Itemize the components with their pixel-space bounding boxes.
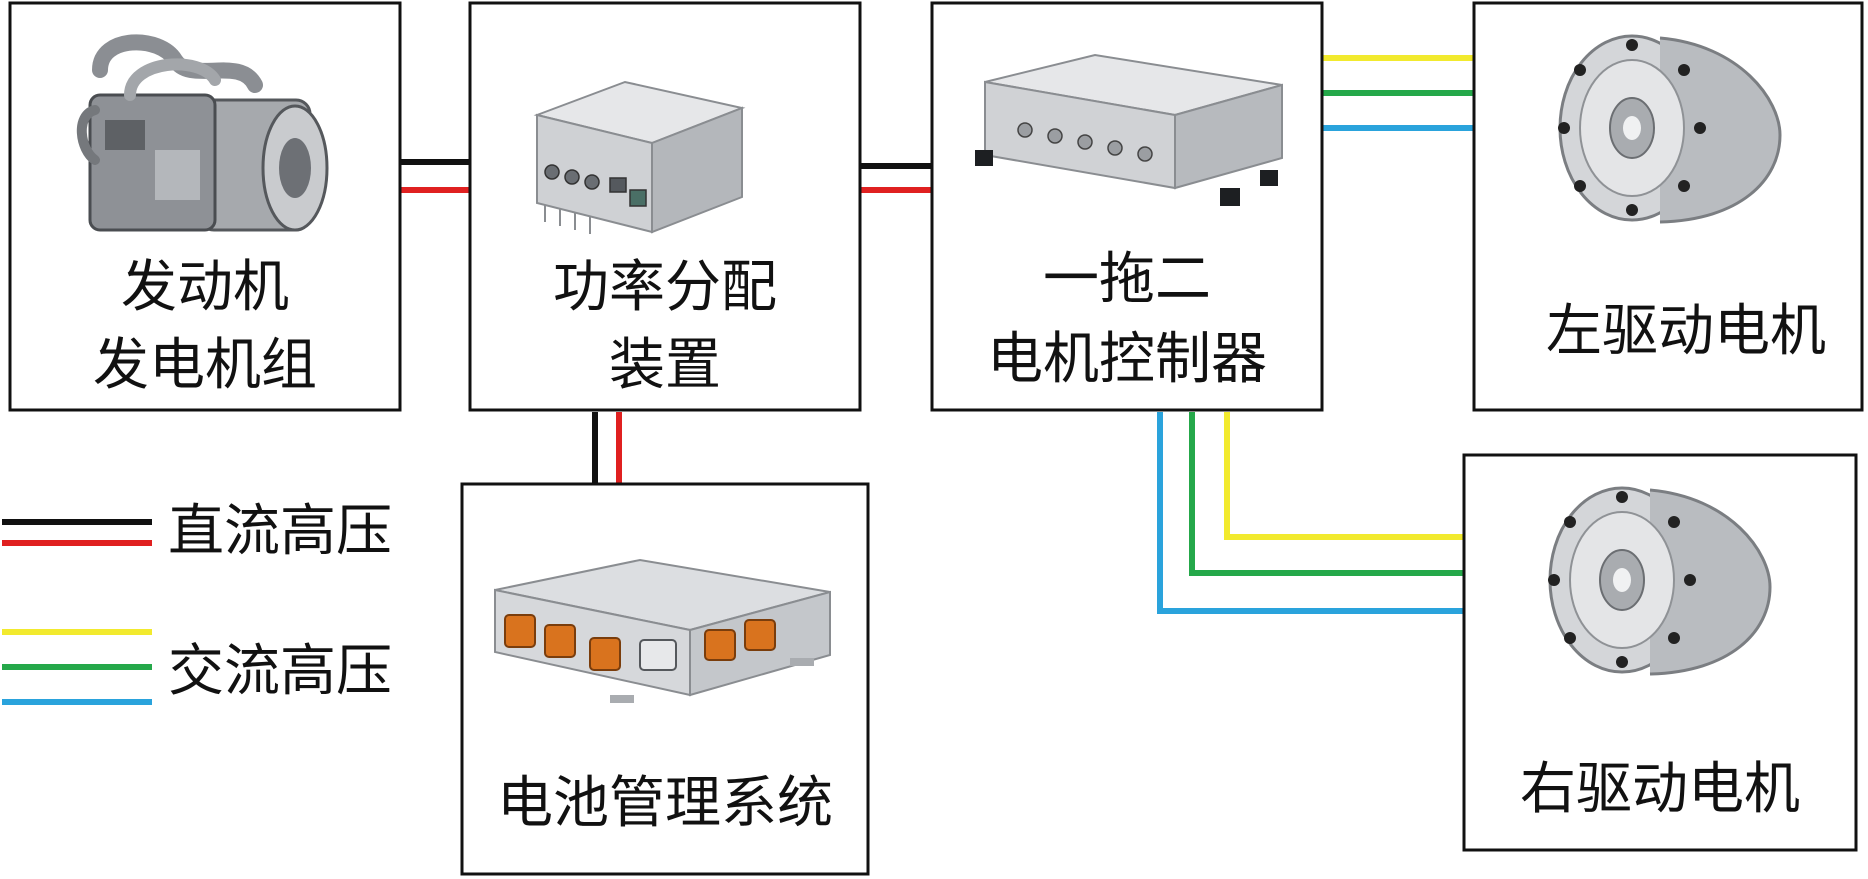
wire-distribution-to-controller: [860, 163, 932, 193]
battery-pack-icon: [494, 558, 831, 703]
left-motor-label: 左驱动电机: [1546, 299, 1826, 364]
block-motor-controller: 一拖二 电机控制器: [930, 1, 1324, 412]
engine-generator-icon: [76, 34, 329, 232]
battery-label: 电池管理系统: [497, 771, 833, 836]
wire-controller-to-right-motor: [1157, 412, 1464, 614]
wire-distribution-to-battery: [592, 412, 622, 484]
right-motor-label: 右驱动电机: [1520, 757, 1800, 822]
engine-label-line2: 发电机组: [93, 333, 317, 398]
motor-controller-label-line1: 一拖二: [1043, 247, 1211, 312]
wire-controller-to-left-motor: [1322, 55, 1474, 131]
power-distribution-label-line2: 装置: [609, 333, 721, 398]
legend-ac: 交流高压: [2, 629, 392, 705]
block-power-distribution: 功率分配 装置: [468, 1, 862, 412]
block-right-motor: 右驱动电机: [1462, 453, 1858, 852]
motor-controller-icon: [975, 53, 1283, 206]
motor-controller-label-line2: 电机控制器: [987, 327, 1267, 392]
legend: 直流高压 交流高压: [2, 499, 392, 705]
engine-label-line1: 发动机: [121, 255, 289, 320]
block-left-motor: 左驱动电机: [1472, 1, 1864, 412]
wire-engine-to-distribution: [400, 159, 470, 193]
block-battery-management: 电池管理系统: [460, 482, 870, 876]
wires: [400, 55, 1474, 614]
electric-motor-icon: [1558, 34, 1782, 224]
legend-dc: 直流高压: [2, 499, 392, 564]
power-distribution-unit-icon: [533, 80, 746, 234]
legend-dc-label: 直流高压: [168, 499, 392, 564]
electric-motor-icon: [1548, 486, 1772, 676]
power-distribution-label-line1: 功率分配: [553, 255, 777, 320]
block-engine-generator: 发动机 发电机组: [8, 1, 402, 412]
legend-ac-label: 交流高压: [168, 639, 392, 704]
